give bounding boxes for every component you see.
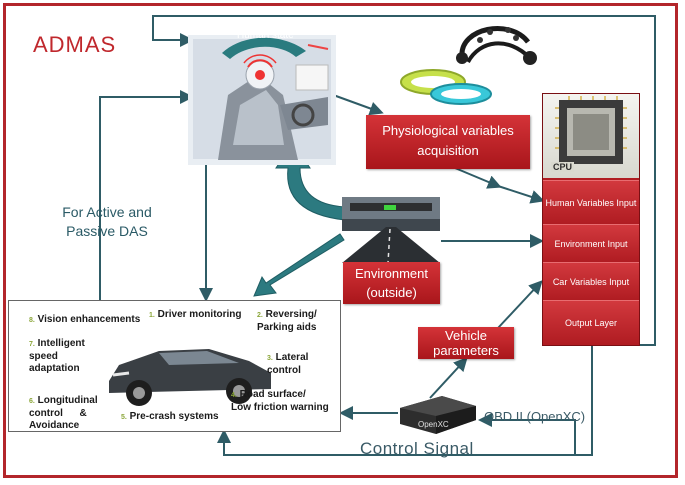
obd-device-text: OpenXC <box>418 420 449 429</box>
road-image <box>342 197 440 263</box>
big-arrow-env-to-car <box>253 233 345 297</box>
diagram-title: ADMAS <box>33 32 117 57</box>
wire-control-signal <box>217 345 593 456</box>
wire-obd-to-vehicle <box>429 357 468 399</box>
control-signal-label: Control Signal <box>360 439 474 458</box>
physio-line2: acquisition <box>417 143 479 158</box>
feature-pre-crash: 5. Pre-crash systems <box>121 411 219 422</box>
feature-vision-enhancements: 8. Vision enhancements <box>29 314 141 325</box>
physiological-acquisition-box: Physiological variables acquisition <box>366 115 530 169</box>
obd-device-image: OpenXC <box>400 396 476 434</box>
feature-road-surface: 4. Road surface/Low friction warning <box>231 389 329 413</box>
cpu-car-variables-input: Car Variables Input <box>543 262 639 300</box>
wire-physio-to-cpu-2 <box>497 185 545 204</box>
vehicle-line2: parameters <box>433 343 499 358</box>
wire-control-to-obd <box>478 413 576 455</box>
das-label-line1: For Active and <box>62 204 152 220</box>
wire-vehicle-to-cpu <box>497 280 543 329</box>
cpu-environment-input: Environment Input <box>543 224 639 262</box>
feature-driver-monitoring: 1. Driver monitoring <box>149 309 242 320</box>
eeg-headset-image <box>456 26 537 65</box>
wristband-image <box>400 69 492 105</box>
car-image <box>109 349 271 406</box>
das-label: For Active and Passive DAS <box>48 203 166 241</box>
wire-cpu-top-loop <box>152 15 656 346</box>
das-label-line2: Passive DAS <box>66 223 148 239</box>
car-features-box: 8. Vision enhancements 1. Driver monitor… <box>8 300 341 432</box>
cpu-output-layer: Output Layer <box>543 300 639 344</box>
feature-reversing-parking: 2. Reversing/Parking aids <box>257 309 317 333</box>
environment-box: Environment (outside) <box>343 262 440 304</box>
wire-das-loop <box>99 90 194 300</box>
cpu-tag: CPU <box>551 162 575 172</box>
env-line1: Environment <box>355 266 428 281</box>
env-line2: (outside) <box>366 285 417 300</box>
vehicle-parameters-box: Vehicle parameters <box>418 327 514 359</box>
cpu-human-variables-input: Human Variables Input <box>543 180 639 224</box>
physio-line1: Physiological variables <box>382 123 514 138</box>
wire-physio-to-cpu <box>454 167 502 189</box>
vehicle-line1: Vehicle <box>445 328 487 343</box>
obd-label: OBD II (OpenXC) <box>484 409 586 424</box>
human-state-label: Human state <box>237 30 294 41</box>
cockpit-image <box>188 35 336 165</box>
